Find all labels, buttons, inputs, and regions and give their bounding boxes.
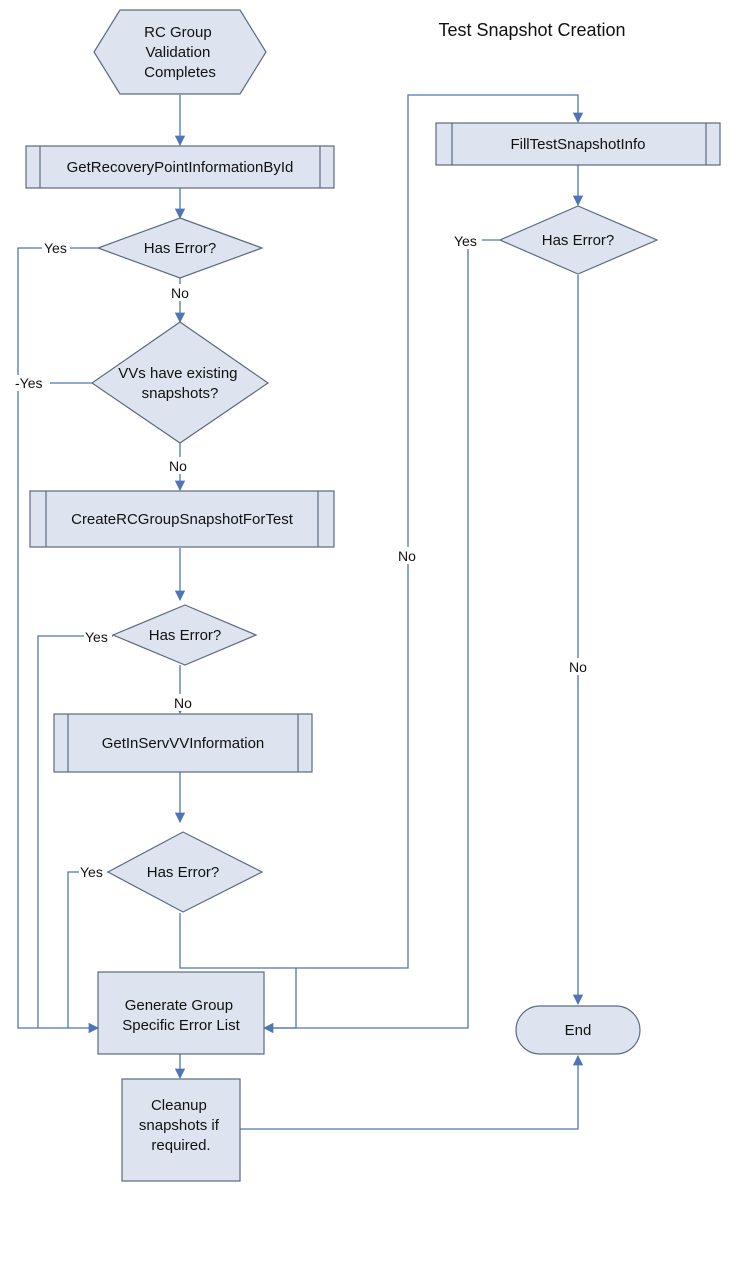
edge-labels: Yes No -Yes No Yes No Yes No Yes No bbox=[14, 233, 591, 880]
get-inserv-label: GetInServVVInformation bbox=[102, 735, 265, 752]
edge-label-e1-no: No bbox=[171, 285, 189, 301]
edge-label-e1-yes: Yes bbox=[44, 240, 67, 256]
error-list-label-line1: Generate Group bbox=[125, 997, 233, 1014]
edge-label-vvs-no: No bbox=[169, 458, 187, 474]
process-get-inserv: GetInServVVInformation bbox=[53, 713, 313, 773]
decision-has-error-4: Has Error? bbox=[498, 205, 659, 275]
start-label-line2: Validation bbox=[146, 44, 211, 61]
start-label-line1: RC Group bbox=[144, 24, 212, 41]
decision-vvs-have-snapshots: VVs have existing snapshots? bbox=[90, 321, 270, 444]
edge-label-e3-yes: Yes bbox=[80, 864, 103, 880]
diagram-title: Test Snapshot Creation bbox=[438, 20, 625, 40]
edge-label-e4-yes: Yes bbox=[454, 233, 477, 249]
process-get-recovery-point: GetRecoveryPointInformationById bbox=[25, 145, 335, 189]
connector-haserror3-no bbox=[179, 94, 584, 969]
connector-cleanup-to-end bbox=[240, 1054, 584, 1130]
connector-junction-to-errorlist bbox=[262, 968, 297, 1034]
start-node: RC Group Validation Completes bbox=[93, 9, 267, 95]
vvs-label-line2: snapshots? bbox=[142, 385, 219, 402]
has-error-2-label: Has Error? bbox=[149, 627, 222, 644]
start-label-line3: Completes bbox=[144, 64, 216, 81]
process-generate-error-list: Generate Group Specific Error List bbox=[97, 971, 265, 1055]
cleanup-label-line1: Cleanup bbox=[151, 1097, 207, 1114]
end-node: End bbox=[515, 1005, 641, 1055]
has-error-3-label: Has Error? bbox=[147, 864, 220, 881]
process-fill-test-snapshot: FillTestSnapshotInfo bbox=[435, 122, 721, 166]
cleanup-label-line3: required. bbox=[151, 1137, 210, 1154]
connector-haserror4-yes bbox=[264, 239, 500, 1029]
get-recovery-point-label: GetRecoveryPointInformationById bbox=[67, 159, 294, 176]
cleanup-label-line2: snapshots if bbox=[139, 1117, 220, 1134]
fill-test-snapshot-label: FillTestSnapshotInfo bbox=[510, 136, 645, 153]
edge-label-e4-no: No bbox=[569, 659, 587, 675]
decision-has-error-1: Has Error? bbox=[96, 217, 264, 279]
end-label: End bbox=[565, 1022, 592, 1039]
has-error-4-label: Has Error? bbox=[542, 232, 615, 249]
svg-text:Cleanup snapshots if: Cleanup snapshots if required. bbox=[139, 1097, 223, 1154]
svg-text:VVs have existing snapsh: VVs have existing snapshots? bbox=[118, 365, 241, 402]
error-list-label-line2: Specific Error List bbox=[122, 1017, 240, 1034]
decision-has-error-3: Has Error? bbox=[106, 831, 264, 913]
create-snapshot-label: CreateRCGroupSnapshotForTest bbox=[71, 511, 294, 528]
edge-label-vvs-yes: -Yes bbox=[15, 375, 43, 391]
svg-text:RC Group Validation: RC Group Validation Completes bbox=[144, 24, 216, 81]
edge-label-e2-no: No bbox=[174, 695, 192, 711]
edge-label-e3-no: No bbox=[398, 548, 416, 564]
process-create-snapshot: CreateRCGroupSnapshotForTest bbox=[29, 490, 335, 548]
edge-label-e2-yes: Yes bbox=[85, 629, 108, 645]
has-error-1-label: Has Error? bbox=[144, 240, 217, 257]
vvs-label-line1: VVs have existing bbox=[118, 365, 237, 382]
svg-text:Generate Group Specific: Generate Group Specific Error List bbox=[122, 997, 240, 1034]
decision-has-error-2: Has Error? bbox=[111, 604, 258, 666]
process-cleanup: Cleanup snapshots if required. bbox=[121, 1078, 241, 1182]
connector-haserror2-yes bbox=[37, 635, 113, 1028]
